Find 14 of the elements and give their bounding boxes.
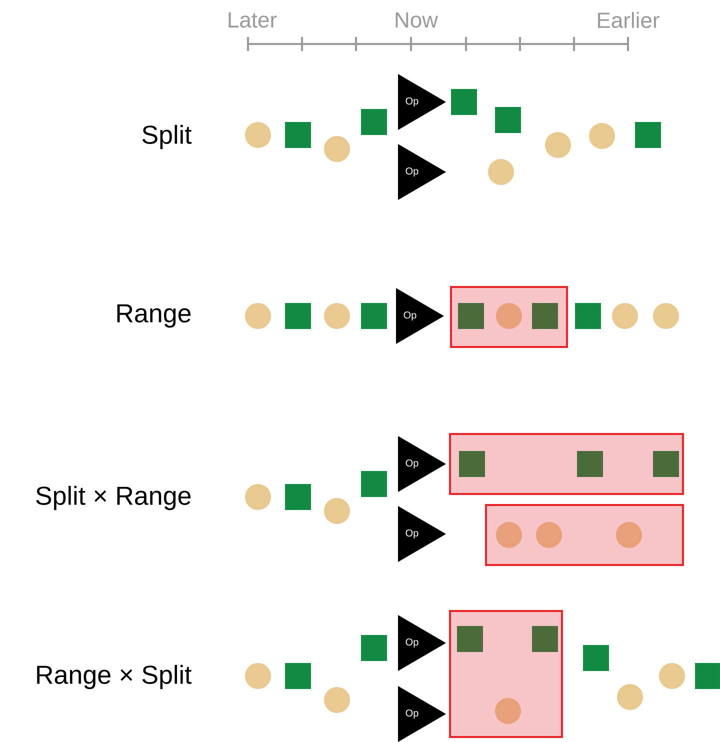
axis-label: Earlier <box>598 12 660 28</box>
op-triangle: Op <box>398 436 446 492</box>
op-triangle: Op <box>398 686 446 742</box>
axis-label: Later <box>228 12 277 28</box>
op-triangle: Op <box>398 144 446 200</box>
row-label: Split <box>142 124 192 150</box>
op-triangle: Op <box>398 506 446 562</box>
axis-label: Now <box>396 12 438 28</box>
row-label: Range <box>117 304 191 328</box>
op-triangle: Op <box>398 615 446 671</box>
op-triangle: Op <box>398 74 446 130</box>
row-label: Split × Range <box>36 486 191 510</box>
row-label: Range × Split <box>37 664 192 690</box>
op-triangle: Op <box>396 288 444 344</box>
